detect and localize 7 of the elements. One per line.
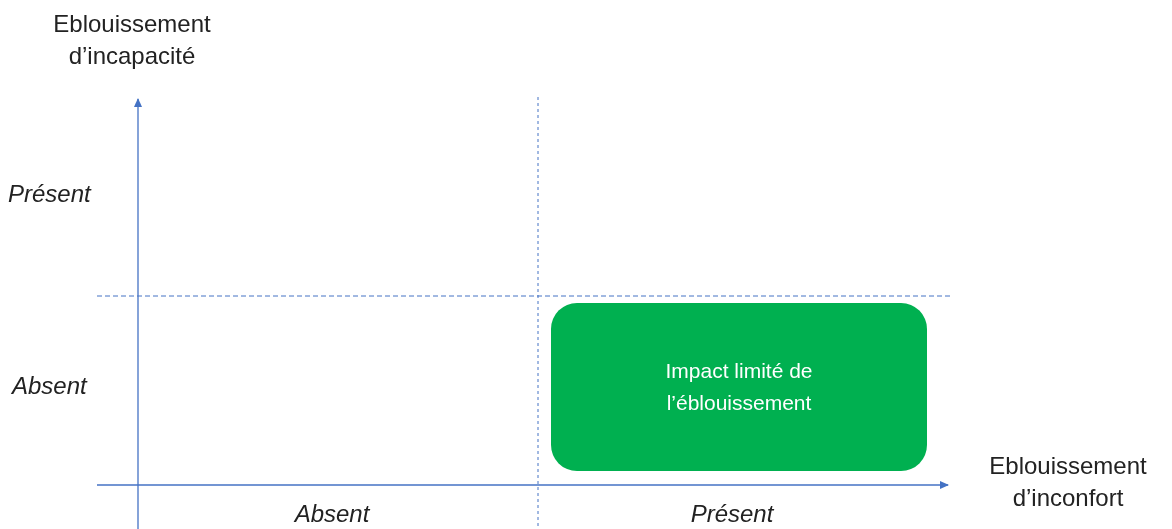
- axis-category-label: Absent: [293, 499, 371, 529]
- axis-category-label: Présent: [8, 179, 93, 209]
- axis-category-label: Présent: [689, 499, 775, 529]
- axis-title: Eblouissement d’incapacité: [52, 9, 212, 71]
- highlight-box: Impact limité de l’éblouissement: [551, 303, 927, 471]
- axis-title: Eblouissement d’inconfort: [988, 451, 1148, 513]
- axis-category-label: Absent: [12, 371, 89, 401]
